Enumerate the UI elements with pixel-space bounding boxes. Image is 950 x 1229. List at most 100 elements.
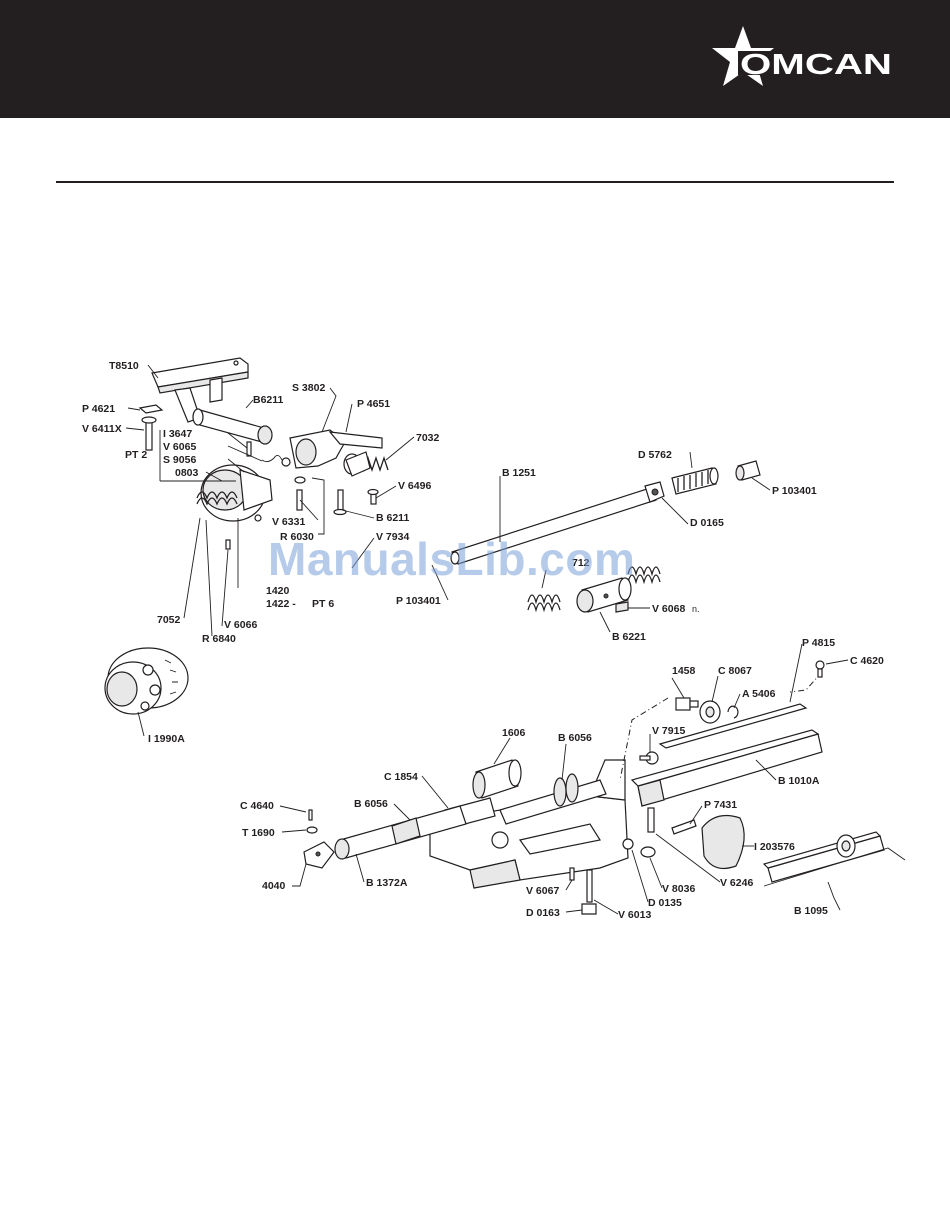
part-a5406-clip <box>727 705 739 719</box>
part-v6246-screw <box>647 807 655 833</box>
label-v6065: V 6065 <box>163 441 196 453</box>
part-d5762-threaded <box>671 467 719 495</box>
label-c1854: C 1854 <box>384 771 418 783</box>
label-1422: 1422 - <box>266 598 296 610</box>
part-1458-bolt <box>675 697 699 711</box>
label-c8067: C 8067 <box>718 665 752 677</box>
parts-diagram-svg: T8510 P 4621 V 6411X PT 2 I 3647 V 6065 … <box>82 357 906 921</box>
part-i3647-pin <box>246 441 252 457</box>
part-b6221-barrel <box>576 577 632 613</box>
label-v6068: V 6068 <box>652 603 685 615</box>
label-b6211-b: B 6211 <box>376 512 409 524</box>
part-v8036-knob <box>640 846 656 858</box>
label-i3647: I 3647 <box>163 428 192 440</box>
part-i1990a-knob <box>104 647 189 715</box>
leader-lines <box>125 364 849 915</box>
label-v6067: V 6067 <box>526 885 559 897</box>
part-1606-sleeve <box>472 759 522 799</box>
label-pt6: PT 6 <box>312 598 334 610</box>
omcan-logo-mark: OMCAN <box>712 26 894 86</box>
label-v6411x: V 6411X <box>82 423 122 435</box>
label-7052: 7052 <box>157 614 181 626</box>
part-t1690-washer <box>306 826 318 834</box>
label-v7915: V 7915 <box>652 725 685 737</box>
part-b1010a-bar <box>630 729 823 807</box>
part-c4640-pin <box>308 809 313 821</box>
part-i203576-handle <box>701 815 745 869</box>
label-v7934: V 7934 <box>376 531 409 543</box>
label-b6221: B 6221 <box>612 631 646 643</box>
part-v6067-screw <box>569 867 575 881</box>
part-v6331-screw <box>294 476 306 511</box>
part-p4621-plate <box>138 404 164 451</box>
label-v6013: V 6013 <box>618 909 651 921</box>
part-7032-spring <box>343 451 389 477</box>
logo-wordmark-band <box>738 51 894 75</box>
label-r6840: R 6840 <box>202 633 236 645</box>
label-b6056-a: B 6056 <box>558 732 592 744</box>
label-c4620: C 4620 <box>850 655 884 667</box>
part-v6065-clip <box>261 455 283 463</box>
label-c4640: C 4640 <box>240 800 274 812</box>
label-p103401-b: P 103401 <box>772 485 817 497</box>
label-t1690: T 1690 <box>242 827 275 839</box>
label-7032: 7032 <box>416 432 440 444</box>
label-v6068-note: n. <box>692 604 700 614</box>
part-labels: T8510 P 4621 V 6411X PT 2 I 3647 V 6065 … <box>82 360 884 921</box>
label-d0165: D 0165 <box>690 517 724 529</box>
part-b1372a-shaft <box>334 805 467 860</box>
part-b6211-sleeve <box>192 408 273 445</box>
part-c8067-bearing <box>699 700 721 724</box>
exploded-parts-diagram: T8510 P 4621 V 6411X PT 2 I 3647 V 6065 … <box>0 340 950 940</box>
part-4040-cap <box>303 841 335 869</box>
label-v8036: V 8036 <box>662 883 695 895</box>
label-b1251: B 1251 <box>502 467 536 479</box>
part-v6068-screw <box>615 601 629 613</box>
watermark-text: ManualsLib.com <box>268 533 636 585</box>
part-d0165-nut <box>644 481 665 503</box>
part-spring-right <box>627 566 661 585</box>
label-s9056: S 9056 <box>163 454 196 466</box>
guide-line-upper <box>619 697 669 781</box>
label-0803: 0803 <box>175 467 199 479</box>
part-v6496-screw <box>367 488 379 505</box>
label-1420: 1420 <box>266 585 290 597</box>
label-p7431: P 7431 <box>704 799 737 811</box>
label-b6211-a: B6211 <box>253 394 284 406</box>
part-p7431-pin <box>671 819 697 835</box>
label-d5762: D 5762 <box>638 449 672 461</box>
label-pt2: PT 2 <box>125 449 147 461</box>
header-divider <box>56 181 894 183</box>
label-1458: 1458 <box>672 665 696 677</box>
label-v6331: V 6331 <box>272 516 305 528</box>
label-b6056-b: B 6056 <box>354 798 388 810</box>
label-s3802: S 3802 <box>292 382 325 394</box>
label-d0135: D 0135 <box>648 897 682 909</box>
label-p103401-a: P 103401 <box>396 595 441 607</box>
label-v6246: V 6246 <box>720 877 753 889</box>
omcan-logo: OMCAN <box>708 24 898 94</box>
label-v6066: V 6066 <box>224 619 257 631</box>
part-p4815-rail <box>658 703 808 749</box>
part-s3802-bracket <box>281 429 383 469</box>
label-i1990a: I 1990A <box>148 733 185 745</box>
part-spring-left <box>527 594 561 613</box>
part-v6013-screw <box>586 869 593 903</box>
page-header: OMCAN <box>0 0 950 118</box>
label-p4621: P 4621 <box>82 403 115 415</box>
part-v7915-screw <box>639 751 659 765</box>
part-b6211-pin-head <box>333 508 347 516</box>
label-r6030: R 6030 <box>280 531 314 543</box>
label-b1372a: B 1372A <box>366 877 408 889</box>
label-712: 712 <box>572 557 590 569</box>
part-p103401-cap <box>735 460 761 481</box>
part-b1095-rail <box>762 831 906 887</box>
part-d0163-nut <box>581 903 597 915</box>
part-b6056-upper-shaft <box>499 773 607 825</box>
label-b1010a: B 1010A <box>778 775 820 787</box>
label-d0163: D 0163 <box>526 907 560 919</box>
part-0803-housing <box>200 464 273 522</box>
label-1606: 1606 <box>502 727 526 739</box>
label-a5406: A 5406 <box>742 688 776 700</box>
label-i203576: I 203576 <box>754 841 795 853</box>
